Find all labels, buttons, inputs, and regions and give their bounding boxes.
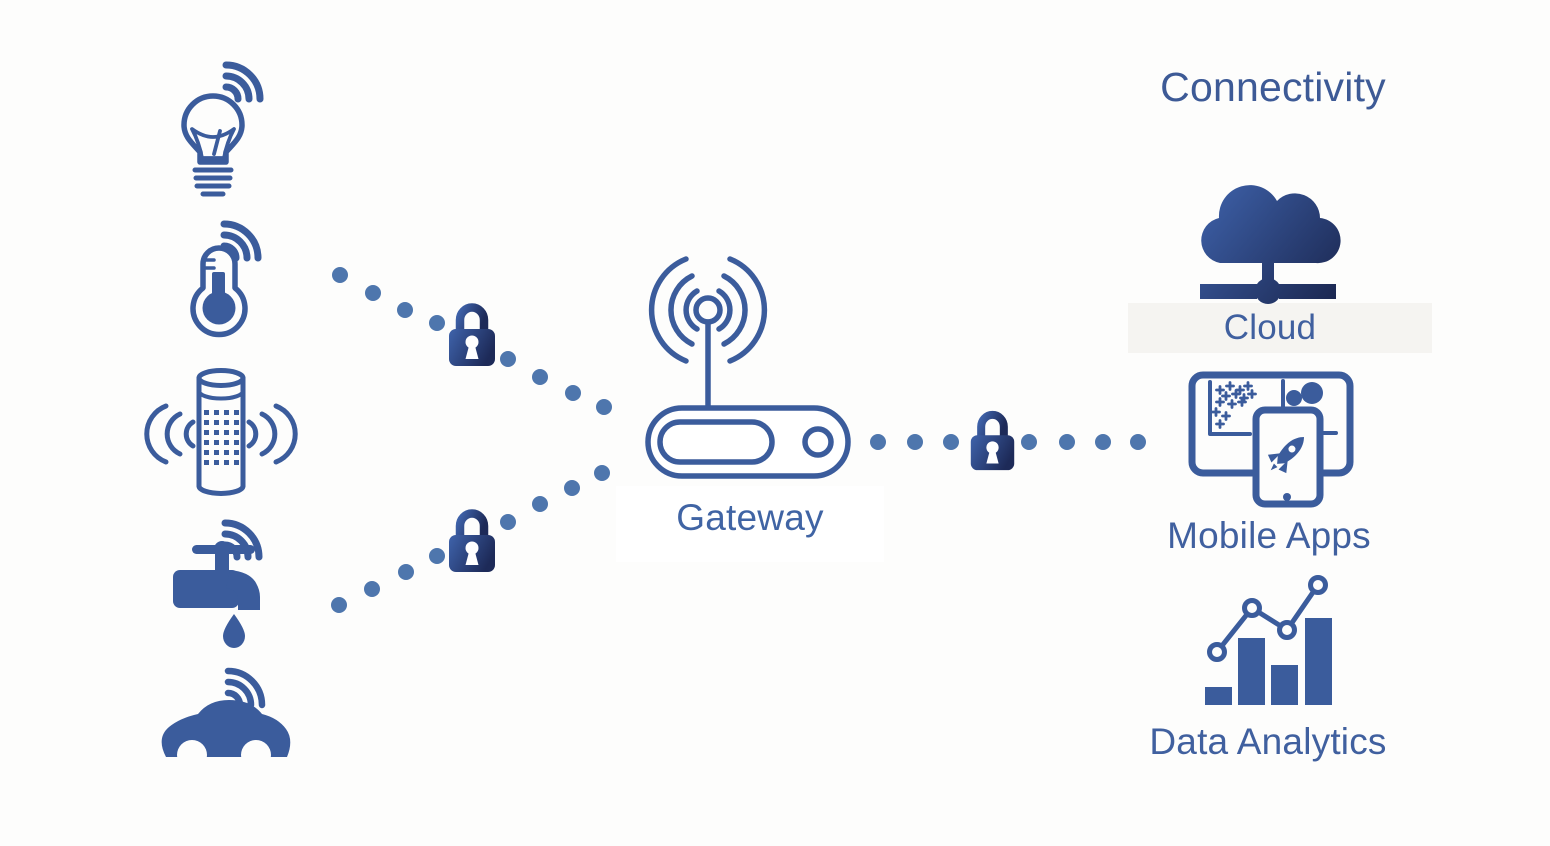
gateway-label: Gateway <box>676 497 824 538</box>
gateway-router-icon <box>645 256 851 479</box>
cloud-label-band <box>1128 303 1432 353</box>
mobile-apps-icon <box>1188 371 1354 508</box>
smart-speaker-icon <box>144 368 298 496</box>
smart-water-tap-icon <box>173 519 263 648</box>
data-analytics-icon <box>1205 575 1332 705</box>
smart-lightbulb-icon <box>181 61 264 197</box>
connected-car-icon <box>161 667 291 770</box>
smart-thermometer-icon <box>190 220 262 338</box>
padlock-icon-gateway-cloud <box>970 410 1015 471</box>
padlock-icon-upper <box>449 303 495 366</box>
cloud-label: Cloud <box>1223 308 1317 347</box>
gateway-label-box <box>616 486 884 562</box>
mobile-apps-label: Mobile Apps <box>1167 515 1371 556</box>
cloud-icon <box>1200 185 1341 304</box>
padlock-icon-lower <box>449 509 495 572</box>
data-analytics-label: Data Analytics <box>1149 721 1387 762</box>
connectivity-title: Connectivity <box>1160 64 1386 110</box>
